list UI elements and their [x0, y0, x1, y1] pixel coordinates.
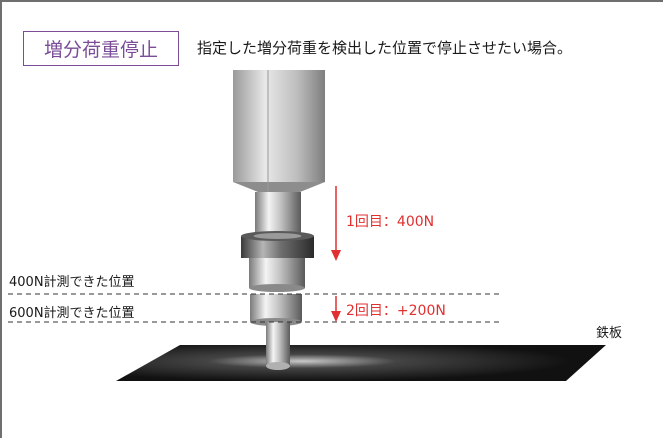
- position-600n-label: 600N計測できた位置: [9, 306, 135, 321]
- steel-plate-label: 鉄板: [596, 326, 623, 341]
- press-tip-upper: [250, 294, 302, 322]
- step2-label: 2回目：+200N: [346, 303, 446, 319]
- step1-label: 1回目：400N: [346, 214, 435, 230]
- mode-title-box: 増分荷重停止: [23, 31, 179, 66]
- press-collar: [241, 236, 314, 258]
- arrow-step2-head: [331, 311, 341, 322]
- press-column: [233, 70, 325, 182]
- mode-description: 指定した増分荷重を検出した位置で停止させたい場合。: [197, 39, 573, 57]
- steel-plate: [116, 345, 606, 381]
- press-tip-pin: [266, 322, 290, 366]
- press-column-base: [233, 182, 325, 196]
- mode-title: 増分荷重停止: [43, 39, 158, 61]
- frame-left-border: [0, 0, 2, 438]
- press-body: [249, 258, 305, 288]
- position-400n-label: 400N計測できた位置: [9, 275, 135, 290]
- arrow-step1-head: [331, 250, 341, 261]
- frame-top-border: [0, 0, 663, 2]
